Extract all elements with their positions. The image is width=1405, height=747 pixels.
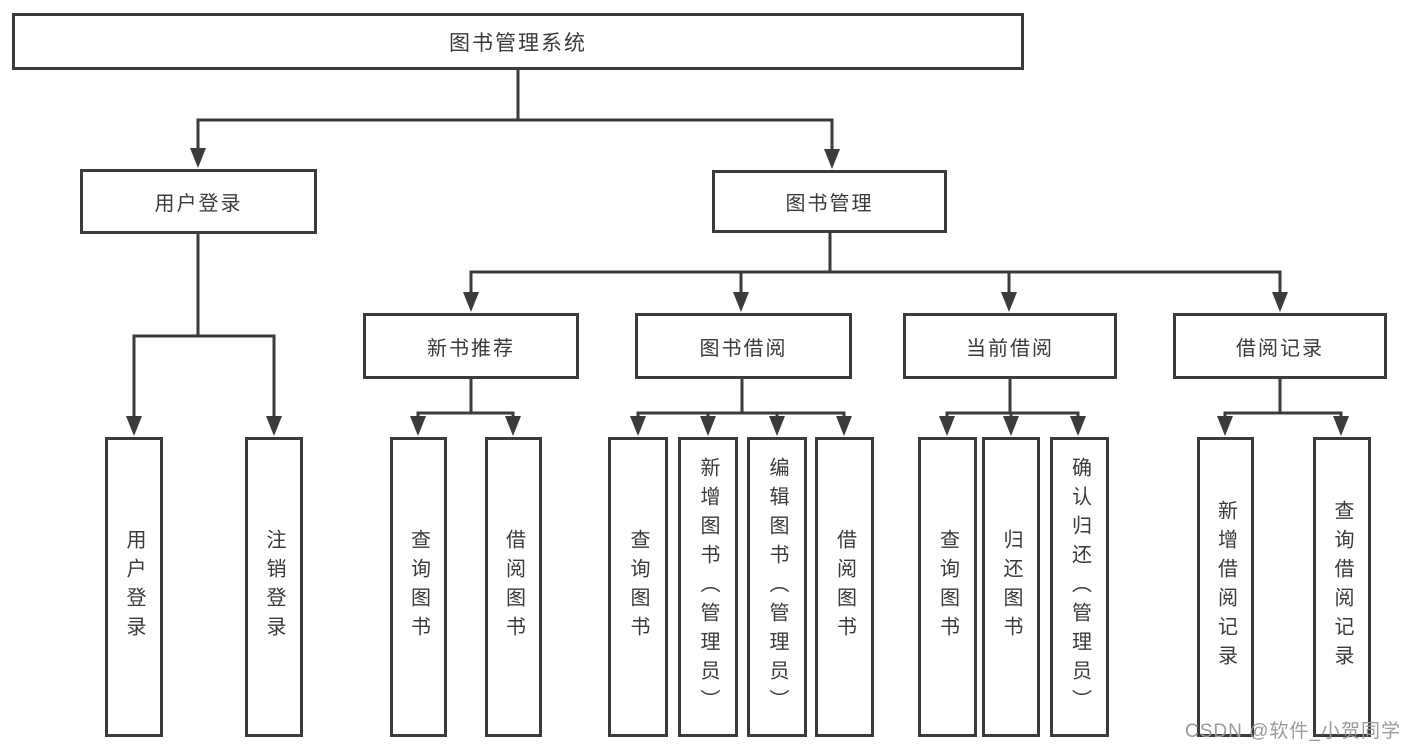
leaf-label: 查询图书 bbox=[627, 529, 649, 645]
leaf-label: 查询图书 bbox=[407, 529, 430, 645]
node-user-login: 用户登录 bbox=[80, 169, 317, 234]
node-borrow-record: 借阅记录 bbox=[1173, 313, 1387, 379]
watermark: CSDN @软件_小贺同学 bbox=[1185, 721, 1401, 742]
node-label: 图书管理系统 bbox=[449, 31, 587, 55]
leaf-add-borrow-record: 新增借阅记录 bbox=[1197, 437, 1254, 737]
leaf-label: 确认归还（管理员） bbox=[1068, 456, 1091, 718]
node-label: 用户登录 bbox=[154, 193, 243, 215]
leaf-query-book-borrow: 查询图书 bbox=[608, 437, 668, 737]
node-book-borrow: 图书借阅 bbox=[635, 313, 852, 379]
leaf-logout: 注销登录 bbox=[245, 437, 303, 737]
leaf-query-borrow-record: 查询借阅记录 bbox=[1313, 437, 1371, 737]
leaf-label: 编辑图书（管理员） bbox=[766, 456, 788, 718]
leaf-label: 查询借阅记录 bbox=[1331, 500, 1353, 674]
node-book-management: 图书管理 bbox=[712, 170, 947, 233]
leaf-edit-book-admin: 编辑图书（管理员） bbox=[747, 437, 807, 737]
leaf-confirm-return-admin: 确认归还（管理员） bbox=[1050, 437, 1109, 737]
node-root-system: 图书管理系统 bbox=[12, 13, 1024, 70]
leaf-return-book: 归还图书 bbox=[982, 437, 1040, 737]
node-label: 图书借阅 bbox=[699, 337, 788, 360]
node-label: 当前借阅 bbox=[966, 337, 1054, 360]
node-label: 新书推荐 bbox=[427, 337, 515, 360]
node-new-book-recommend: 新书推荐 bbox=[363, 313, 579, 379]
leaf-label: 查询图书 bbox=[936, 529, 959, 645]
leaf-label: 归还图书 bbox=[1000, 529, 1022, 645]
leaf-borrow-book-recommend: 借阅图书 bbox=[485, 437, 542, 737]
leaf-user-login: 用户登录 bbox=[105, 437, 163, 737]
node-current-borrow: 当前借阅 bbox=[903, 313, 1117, 379]
leaf-query-book-current: 查询图书 bbox=[918, 437, 977, 737]
leaf-label: 借阅图书 bbox=[833, 529, 856, 645]
leaf-label: 用户登录 bbox=[123, 529, 145, 645]
leaf-borrow-book: 借阅图书 bbox=[815, 437, 874, 737]
leaf-query-book-recommend: 查询图书 bbox=[390, 437, 447, 737]
leaf-label: 借阅图书 bbox=[502, 529, 525, 645]
node-label: 借阅记录 bbox=[1236, 337, 1324, 360]
leaf-label: 注销登录 bbox=[263, 529, 285, 645]
node-label: 图书管理 bbox=[785, 193, 874, 215]
leaf-label: 新增图书（管理员） bbox=[697, 456, 719, 718]
leaf-add-book-admin: 新增图书（管理员） bbox=[678, 437, 738, 737]
leaf-label: 新增借阅记录 bbox=[1214, 500, 1237, 674]
